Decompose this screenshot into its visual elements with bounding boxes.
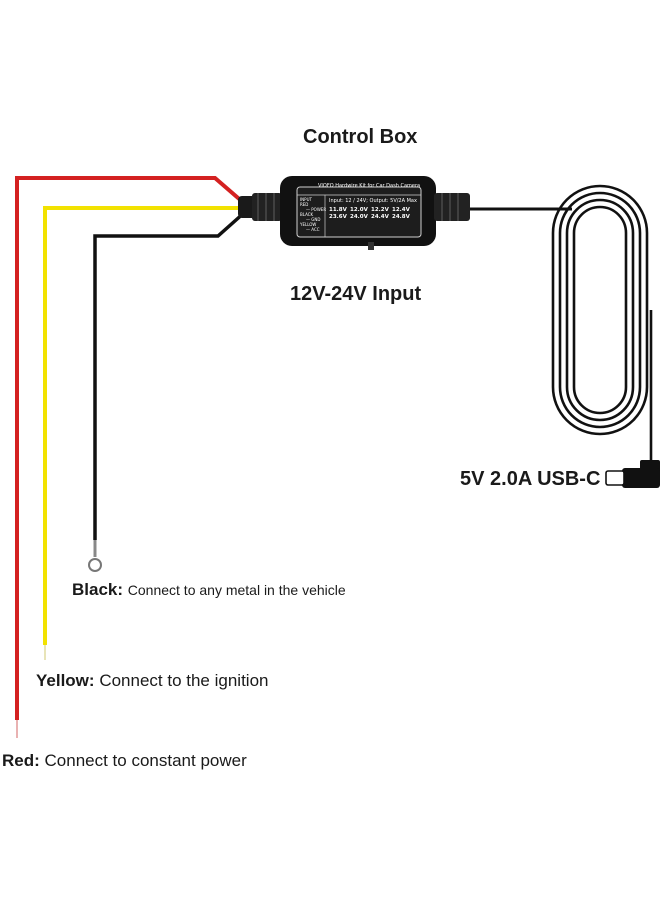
box-legend-line: RED (300, 202, 309, 207)
usb-c-plug-icon (605, 460, 660, 488)
black-wire-name: Black: (72, 580, 124, 599)
voltage-cell: 12.4V (392, 207, 410, 213)
yellow-wire (43, 206, 245, 645)
coiled-cable (551, 184, 649, 436)
control-box (238, 176, 470, 250)
voltage-cell: 24.0V (350, 214, 368, 220)
black-wire (93, 210, 247, 540)
box-legend-line: — POWER (306, 207, 327, 212)
black-wire-label: Black: Connect to any metal in the vehic… (72, 580, 346, 600)
box-legend-line: — GND (306, 217, 321, 222)
output-label: 5V 2.0A USB-C (460, 468, 601, 490)
red-wire-label: Red: Connect to constant power (2, 751, 247, 771)
box-spec-text: Input: 12 / 24V; Output: 5V/2A Max (329, 198, 417, 204)
red-wire-name: Red: (2, 751, 40, 770)
input-label: 12V-24V Input (290, 283, 422, 305)
voltage-cell: 24.8V (392, 214, 410, 220)
voltage-cell: 12.2V (371, 207, 389, 213)
box-legend-line: — ACC (306, 227, 320, 232)
yellow-wire-desc: Connect to the ignition (99, 671, 269, 690)
yellow-wire-name: Yellow: (36, 671, 95, 690)
diagram-title: Control Box (303, 126, 418, 148)
voltage-cell: 12.0V (350, 207, 368, 213)
box-legend-line: BLACK (300, 212, 314, 217)
red-wire (15, 176, 247, 720)
box-header-text: VIOFO Hardwire Kit for Car Dash Camera (318, 183, 421, 189)
ring-terminal-icon (88, 558, 102, 572)
voltage-cell: 11.8V (329, 207, 347, 213)
yellow-wire-label: Yellow: Connect to the ignition (36, 671, 268, 691)
red-wire-desc: Connect to constant power (44, 751, 247, 770)
box-legend-line: INPUT (300, 197, 312, 202)
voltage-cell: 23.6V (329, 214, 347, 220)
black-wire-desc: Connect to any metal in the vehicle (127, 582, 346, 598)
voltage-cell: 24.4V (371, 214, 389, 220)
box-legend-line: YELLOW (300, 222, 317, 227)
